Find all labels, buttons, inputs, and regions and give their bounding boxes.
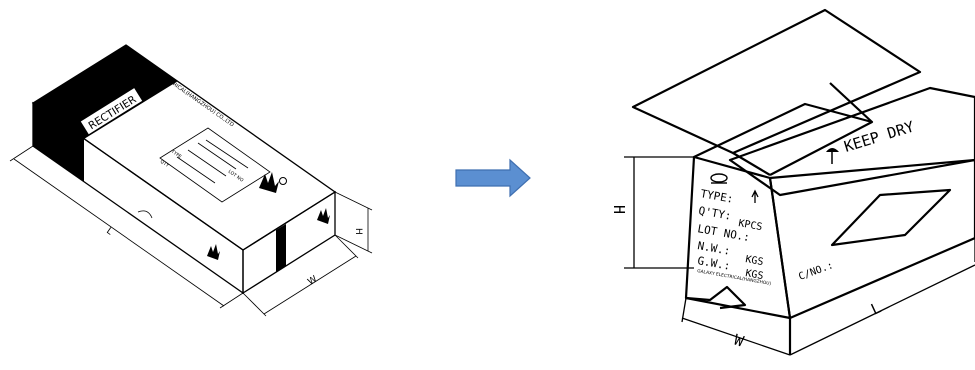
logo-top-icon <box>259 172 287 193</box>
handle-hole <box>830 188 952 247</box>
dim-width-label: W <box>306 274 319 287</box>
transition-arrow <box>455 158 531 198</box>
dim-height-label-right: H <box>610 205 628 214</box>
logo-end-icon <box>317 208 330 224</box>
keep-dry-text: KEEP DRY <box>842 117 916 155</box>
gw-unit: KGS <box>744 268 764 282</box>
dim-width-line-right <box>681 317 791 356</box>
logo-icon <box>710 173 728 184</box>
gw-label: G.W.: <box>696 254 731 273</box>
field-lotno: LOT NO <box>227 169 245 184</box>
dim-width-line <box>263 255 357 315</box>
dim-length-label: L <box>104 226 114 237</box>
logo-front-icon <box>207 244 220 260</box>
qty-unit: KPCS <box>737 218 763 233</box>
rectifier-box: RECTIFIER GALAXY ELECTRICAL(HANGZHOU) CO… <box>9 44 373 317</box>
black-band-top <box>33 45 178 139</box>
dim-length-line-right <box>789 264 975 356</box>
type-label: TYPE: <box>699 187 734 206</box>
dim-width-label-right: W <box>732 331 747 351</box>
flap-back <box>631 8 922 155</box>
carton-side-face <box>768 158 975 320</box>
umbrella-icon <box>826 148 839 164</box>
sleeve-edge <box>276 224 286 272</box>
dim-height-label: H <box>353 228 363 235</box>
field-qty: QTY <box>159 159 170 169</box>
open-carton: KEEP DRY TYPE: Q'TY: KPCS LOT NO.: N.W.:… <box>610 8 975 356</box>
flap-inner <box>693 102 874 176</box>
black-band-front <box>33 103 84 182</box>
nw-label: N.W.: <box>696 239 731 258</box>
dim-length-line <box>13 158 225 307</box>
spec-label-area <box>159 127 271 203</box>
field-type: TYPE <box>169 148 183 160</box>
nw-unit: KGS <box>744 254 764 268</box>
this-way-up-icon <box>751 189 759 203</box>
qty-label: Q'TY: <box>697 204 732 223</box>
cno-label: C/NO.: <box>797 260 835 283</box>
